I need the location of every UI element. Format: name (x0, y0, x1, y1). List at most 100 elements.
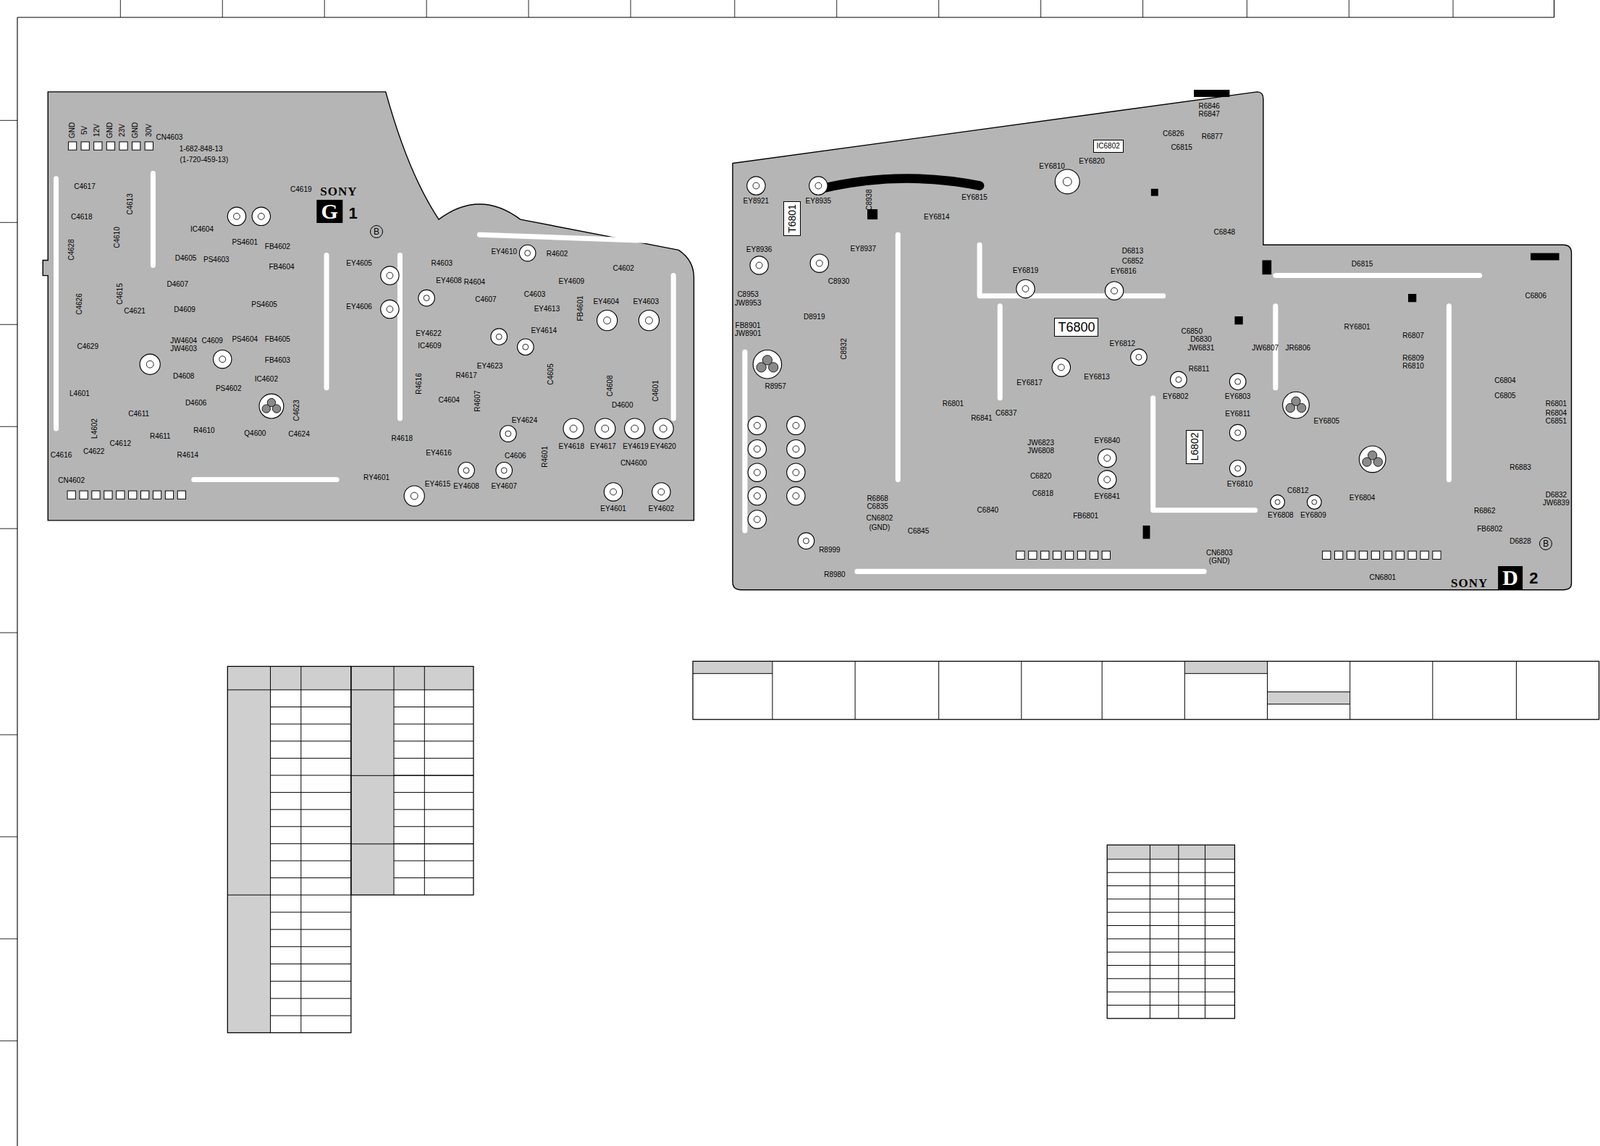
pad-hole (1311, 499, 1317, 505)
component-label: CN6803 (1206, 549, 1233, 557)
grid-tick (0, 120, 18, 121)
component-label: EY4616 (425, 449, 452, 457)
component-label: L4601 (69, 390, 90, 398)
component-label: C4602 (612, 264, 634, 273)
component-label: FB4604 (268, 263, 294, 271)
pad-hole (463, 467, 470, 474)
component-label: R6810 (1402, 362, 1424, 370)
component-label: EY6820 (1078, 157, 1105, 166)
component-label: PS4601 (231, 238, 258, 247)
pad-hole (755, 262, 763, 269)
component-label: RY4601 (363, 474, 390, 482)
pad-hole (1235, 430, 1241, 436)
component-label: C4613 (126, 193, 134, 215)
grid-tick (734, 0, 735, 18)
transistor-outline (1282, 391, 1310, 419)
solder-pad (500, 425, 517, 443)
pad-hole (1274, 499, 1280, 505)
component-label: EY4607 (490, 482, 517, 491)
grid-tick (1040, 0, 1042, 18)
copper-gap (742, 351, 748, 531)
copper-gap (979, 244, 1164, 296)
table-rule (1106, 978, 1235, 979)
board-id: D (1497, 566, 1523, 590)
pad-hole (146, 360, 154, 368)
component-label: EY4615 (424, 480, 452, 488)
table-rule (1020, 660, 1022, 719)
component-label: D4606 (185, 399, 207, 407)
solder-pad (403, 485, 425, 507)
connector-pad (152, 490, 161, 499)
solder-pad (786, 416, 806, 435)
pad-hole (753, 516, 761, 523)
table-rule (270, 1015, 352, 1016)
connector-pad (94, 141, 103, 150)
component-label: C4606 (504, 452, 526, 460)
pad-hole (386, 272, 394, 279)
solder-pad (1270, 495, 1286, 510)
component-label: EY4613 (534, 305, 561, 313)
transistor-outline (1358, 445, 1386, 473)
component-label: EY6812 (1109, 340, 1136, 348)
table-rule (1184, 660, 1186, 719)
table-shade (1184, 660, 1267, 674)
pad-hole (1062, 177, 1072, 187)
component-label: C4623 (293, 399, 301, 421)
table-rule (1101, 660, 1103, 719)
table-shade (692, 660, 773, 674)
component-label: C4607 (474, 296, 496, 304)
grid-tick (630, 0, 632, 18)
component-label: C6815 (1170, 144, 1192, 152)
grid-tick (0, 528, 18, 530)
component-label: EY6816 (1110, 267, 1137, 276)
table-rule (270, 758, 352, 759)
solder-pad (624, 418, 646, 439)
pad-hole (792, 422, 800, 429)
component-label: R4611 (149, 432, 171, 441)
solder-pad (1054, 169, 1080, 195)
pad-hole (659, 424, 667, 433)
connector-pad (1053, 550, 1062, 559)
component-label: EY8936 (746, 246, 773, 254)
grid-tick (938, 0, 940, 18)
component-label: D4608 (173, 372, 195, 381)
table-frame (351, 666, 474, 895)
component-label: C4601 (652, 380, 660, 402)
component-label: EY4619 (622, 443, 649, 451)
component-label: Q4600 (243, 430, 266, 438)
component-label: CN4603 (156, 133, 184, 142)
pad-hole (1235, 465, 1241, 472)
grid-tick (1348, 0, 1350, 18)
copper-gap (53, 178, 59, 429)
component-label: EY6810 (1038, 162, 1065, 171)
solder-pad (380, 299, 399, 318)
pad-hole (569, 424, 578, 433)
component-label: EY6815 (961, 194, 988, 202)
grid-tick (324, 0, 326, 18)
component-label: R6883 (1509, 464, 1531, 472)
grid-tick (0, 632, 18, 633)
table-rule (270, 998, 352, 1000)
table-rule (351, 843, 474, 845)
component-label: C6820 (1030, 472, 1052, 480)
pcb-board (42, 91, 694, 521)
connector-pad (67, 490, 76, 499)
component-label: EY4604 (592, 298, 620, 306)
grid-tick (1142, 0, 1144, 18)
table-rule (393, 809, 474, 811)
table-rule (393, 877, 474, 879)
table-rule (1106, 925, 1235, 926)
component-label: C6826 (1162, 130, 1184, 138)
component-label: EY4610 (490, 248, 517, 256)
component-label: C4612 (110, 440, 132, 448)
pin-name: GND (68, 122, 77, 139)
component-label: EY4614 (530, 327, 557, 335)
component-label: D4607 (167, 280, 189, 289)
component-label: R4603 (431, 259, 453, 268)
solder-pad (458, 462, 475, 480)
component-body (1143, 525, 1151, 539)
component-label: JW6831 (1188, 344, 1215, 352)
solder-pad (213, 349, 232, 368)
transistor-lead (1368, 451, 1378, 460)
table-rule (1106, 938, 1235, 940)
